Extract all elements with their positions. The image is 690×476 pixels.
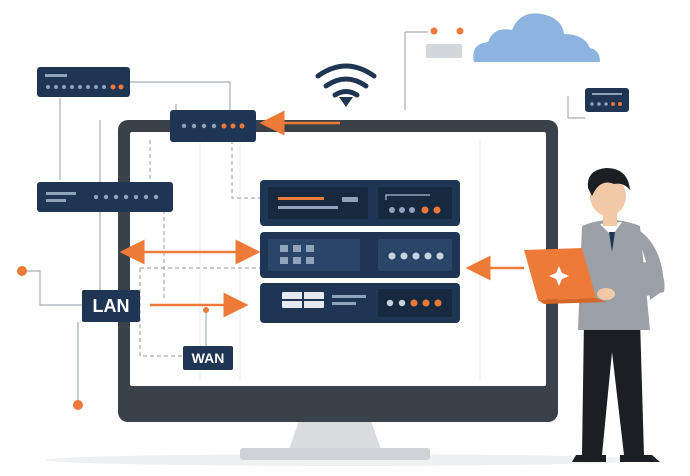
monitor-stand — [240, 418, 430, 460]
switch-top-left — [37, 67, 130, 97]
wan-label: WAN — [183, 346, 233, 370]
switch-left-middle — [37, 182, 173, 212]
flow-arrows — [119, 110, 524, 318]
node-dots — [17, 27, 464, 410]
lan-label: LAN — [82, 290, 140, 322]
switch-top-right — [585, 88, 629, 112]
switch-top-center — [170, 110, 256, 142]
person-figure — [524, 168, 665, 462]
server-unit-1 — [260, 180, 460, 226]
server-unit-3 — [260, 283, 460, 323]
wifi-icon — [315, 63, 377, 107]
cloud-icon — [426, 13, 600, 62]
laptop-icon — [524, 248, 606, 304]
server-unit-2 — [260, 232, 460, 278]
server-rack — [260, 180, 460, 323]
